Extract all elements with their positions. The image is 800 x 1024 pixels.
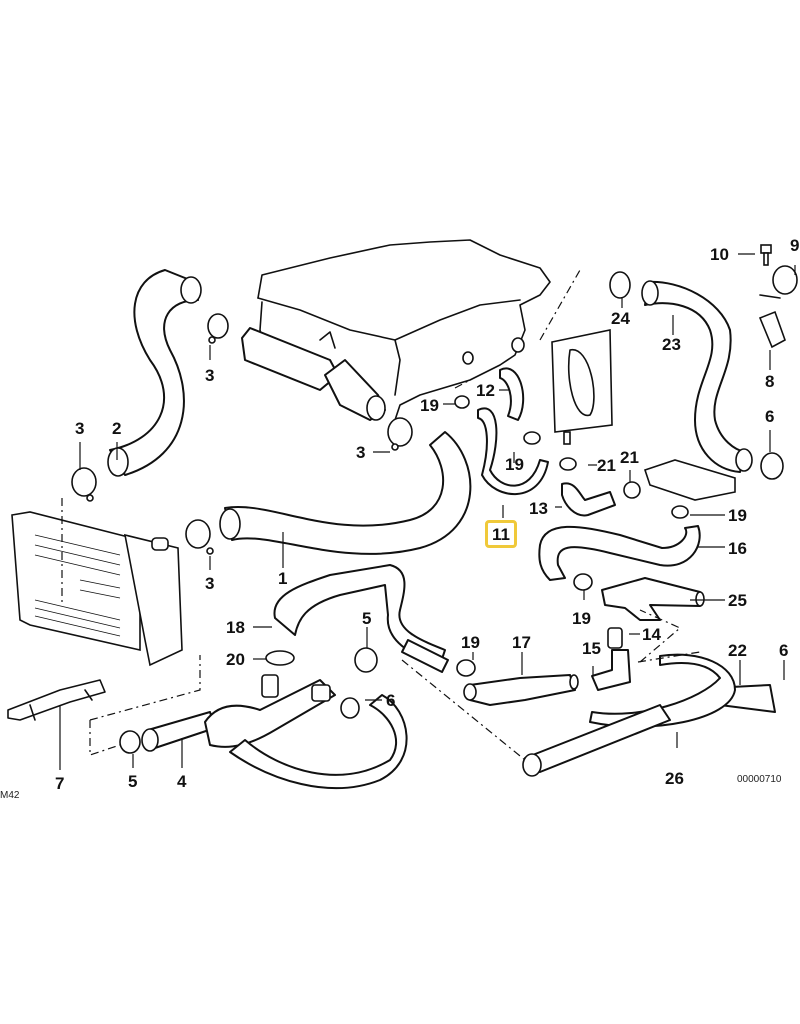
hose-12	[499, 367, 525, 421]
callout-16[interactable]: 16	[728, 539, 747, 558]
clamp-3-top	[207, 313, 229, 344]
clamp-21	[559, 457, 577, 471]
hose-11	[477, 407, 549, 496]
hose-18	[273, 564, 446, 666]
callout-6[interactable]: 6	[779, 641, 789, 660]
callout-2[interactable]: 2	[112, 419, 122, 438]
bolt-10	[760, 244, 772, 266]
callout-7[interactable]: 7	[55, 774, 65, 793]
callout-12[interactable]: 12	[476, 381, 495, 400]
callout-3[interactable]: 3	[205, 574, 215, 593]
callout-10[interactable]: 10	[710, 245, 729, 264]
callout-19[interactable]: 19	[461, 633, 480, 652]
drawing-number: 00000710	[737, 774, 782, 785]
callout-15[interactable]: 15	[582, 639, 601, 658]
callout-5[interactable]: 5	[362, 609, 372, 628]
hose-1	[224, 431, 472, 555]
callout-3[interactable]: 3	[356, 443, 366, 462]
throttle-plate	[551, 329, 613, 445]
clamp-20	[265, 650, 295, 666]
clamp-19-c	[573, 573, 593, 591]
callout-6[interactable]: 6	[386, 691, 396, 710]
clamp-3-left	[71, 467, 97, 502]
callout-3[interactable]: 3	[75, 419, 85, 438]
engine-block	[241, 239, 551, 421]
hose-26	[589, 653, 736, 728]
callout-18[interactable]: 18	[226, 618, 245, 637]
callout-4[interactable]: 4	[177, 772, 187, 791]
callout-6[interactable]: 6	[765, 407, 775, 426]
callout-19[interactable]: 19	[420, 396, 439, 415]
callout-19[interactable]: 19	[505, 455, 524, 474]
callout-9[interactable]: 9	[790, 236, 800, 255]
clamp-19-top	[454, 395, 470, 409]
hose-18-end	[401, 639, 449, 673]
clamp-21-right	[623, 481, 641, 499]
clamp-24	[609, 271, 631, 299]
clamp-9	[759, 265, 798, 299]
callout-3[interactable]: 3	[205, 366, 215, 385]
callout-13[interactable]: 13	[529, 499, 548, 518]
bracket-21	[643, 459, 736, 501]
clamp-3-lower	[185, 519, 214, 555]
water-pipe	[204, 679, 336, 748]
leader-lines	[59, 253, 796, 770]
callout-1[interactable]: 1	[278, 569, 288, 588]
callout-23[interactable]: 23	[662, 335, 681, 354]
clamp-3-mid	[387, 417, 413, 451]
sleeve-14	[607, 627, 623, 649]
callout-26[interactable]: 26	[665, 769, 684, 788]
callout-21[interactable]: 21	[620, 448, 639, 467]
callout-14[interactable]: 14	[642, 625, 661, 644]
callout-25[interactable]: 25	[728, 591, 747, 610]
clamp-19-d	[456, 659, 476, 677]
engine-code-label: M42	[0, 790, 20, 801]
clamp-5-mid	[354, 647, 378, 673]
plate-8	[758, 310, 786, 349]
callout-19[interactable]: 19	[728, 506, 747, 525]
hose-23	[644, 280, 746, 473]
clamp-6-right	[760, 452, 784, 480]
callout-8[interactable]: 8	[765, 372, 775, 391]
clamp-5-left	[119, 730, 141, 754]
clamp-19-right	[671, 505, 689, 519]
callout-11-highlighted[interactable]: 11	[485, 520, 517, 548]
elbow-15	[591, 649, 631, 691]
hose-16	[538, 525, 701, 581]
callout-19[interactable]: 19	[572, 609, 591, 628]
callout-20[interactable]: 20	[226, 650, 245, 669]
callout-22[interactable]: 22	[728, 641, 747, 660]
callout-5[interactable]: 5	[128, 772, 138, 791]
bracket-7	[7, 679, 106, 721]
callout-21[interactable]: 21	[597, 456, 616, 475]
callout-17[interactable]: 17	[512, 633, 531, 652]
pipe-25	[601, 577, 701, 621]
clamp-19-b	[523, 431, 541, 445]
radiator	[11, 511, 183, 667]
hose-13	[561, 482, 616, 517]
callout-24[interactable]: 24	[611, 309, 630, 328]
pipe-17	[469, 674, 576, 706]
clamp-6-mid	[340, 697, 360, 719]
